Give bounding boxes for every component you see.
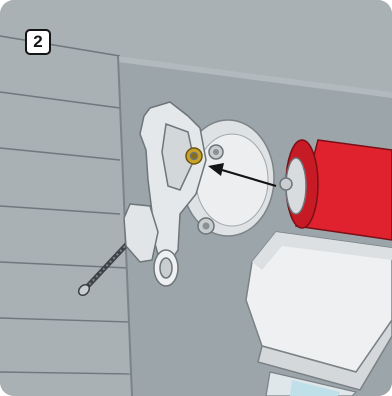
step-number-badge: 2 <box>25 29 51 55</box>
awning-roller <box>280 140 392 240</box>
